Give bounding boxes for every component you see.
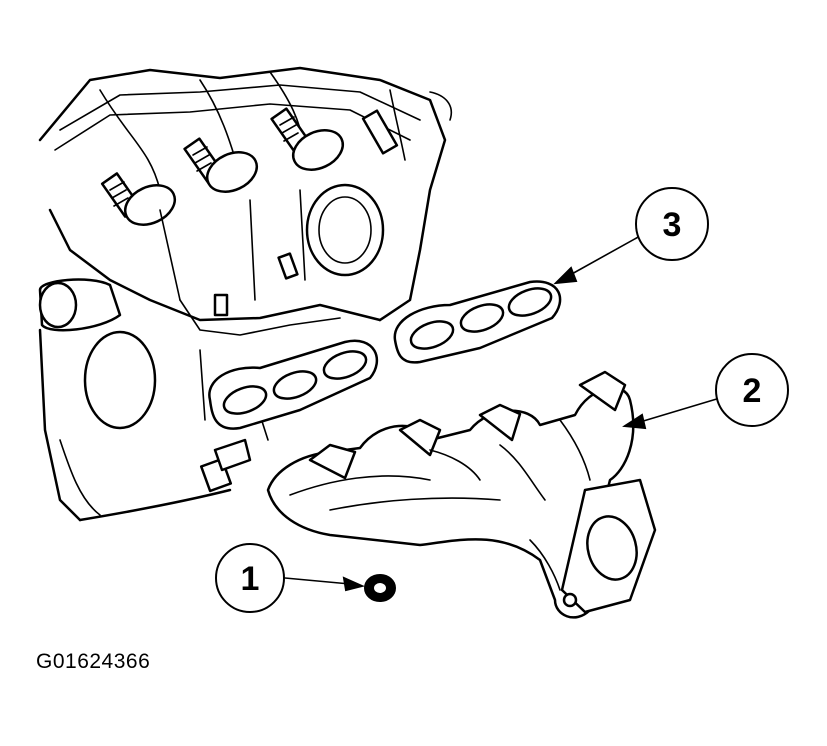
callout-1: 1 <box>215 543 366 613</box>
callout-number-1: 1 <box>241 560 260 598</box>
gasket-left <box>208 339 379 430</box>
figure-id-label: G01624366 <box>36 650 151 673</box>
head-exhaust-ports <box>123 129 345 226</box>
manifold-gaskets <box>208 280 562 430</box>
engine-block <box>38 66 452 522</box>
callout-number-3: 3 <box>663 206 682 244</box>
manifold-outlet-flange <box>560 478 657 614</box>
water-outlet <box>38 278 122 332</box>
nut <box>364 574 396 602</box>
callout-2: 2 <box>622 353 789 430</box>
exhaust-manifold <box>266 370 657 619</box>
callout-number-2: 2 <box>743 372 762 410</box>
callout-3: 3 <box>553 187 709 285</box>
gasket-right <box>393 280 562 364</box>
lower-bolt <box>199 438 252 493</box>
